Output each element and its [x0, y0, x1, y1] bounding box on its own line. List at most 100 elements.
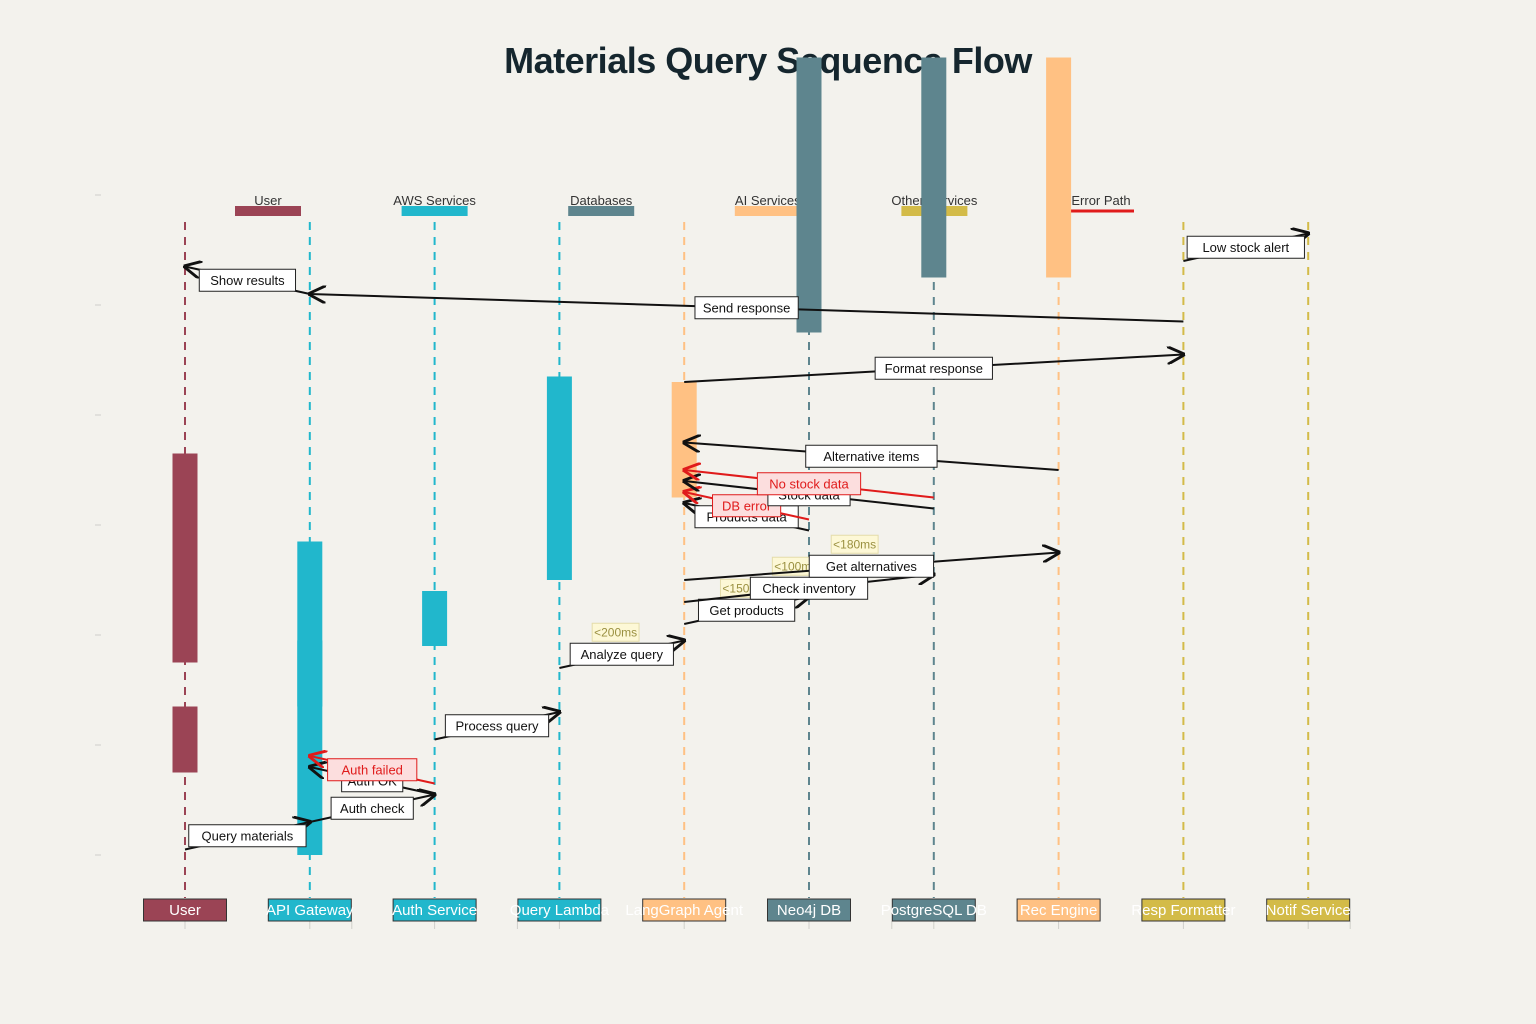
message: Show results [185, 267, 311, 295]
activation-bar [671, 382, 697, 498]
legend-item-user: User [235, 193, 301, 216]
participant-query-lambda: Query Lambda [510, 898, 610, 922]
participant-box [517, 898, 602, 922]
participant-box [143, 898, 227, 922]
message: Get alternatives <180ms [684, 534, 1058, 581]
participant-boxes: User API Gateway Auth Service Query Lambda L… [143, 898, 1351, 922]
legend-label: AWS Services [393, 193, 476, 208]
message-label: Process query [455, 718, 539, 733]
message-label-box [330, 796, 414, 820]
message: Auth check [309, 795, 435, 823]
message-label-box [198, 268, 297, 292]
lifelines [184, 222, 1351, 929]
message-label: Alternative items [823, 449, 920, 464]
participant-box [767, 898, 851, 922]
message-label: Send response [703, 300, 790, 315]
activation-bar [921, 57, 947, 278]
legend-label: AI Services [735, 193, 801, 208]
message-label-box [694, 296, 799, 320]
legend-swatch [734, 206, 801, 216]
timing-label: <100ms [774, 559, 817, 573]
participant-box [642, 898, 727, 922]
message-label: Check inventory [762, 581, 856, 596]
activation-bar [297, 541, 323, 855]
participant-label: Query Lambda [510, 902, 610, 919]
message-label: No stock data [769, 476, 849, 491]
participant-rec-engine: Rec Engine [1016, 898, 1101, 922]
message-label-box [444, 714, 550, 738]
message: Process query [434, 712, 560, 741]
legend-label: User [254, 193, 282, 208]
participant-label: Auth Service [392, 902, 477, 919]
message-label: Format response [885, 361, 983, 376]
activation-bar [1046, 57, 1072, 278]
message-label: Low stock alert [1202, 240, 1289, 255]
participant-box [267, 898, 352, 922]
participant-notif-service: Notif Service [1266, 898, 1351, 922]
activation-bar [796, 57, 822, 333]
legend-item-ai-services: AI Services [734, 193, 801, 216]
participant-label: Resp Formatter [1131, 902, 1235, 919]
legend-item-databases: Databases [568, 193, 635, 216]
participant-label: LangGraph Agent [625, 902, 743, 919]
message-label-box [327, 758, 418, 782]
legend-label: Databases [570, 193, 633, 208]
message-label-box [569, 642, 674, 666]
participant-label: PostgreSQL DB [881, 902, 987, 919]
message-label: Analyze query [581, 647, 664, 662]
message: Low stock alert [1183, 234, 1308, 262]
participant-user: User [143, 898, 227, 922]
axis-ticks [95, 194, 101, 856]
timing-label: <180ms [833, 537, 876, 551]
message-label-box [874, 356, 993, 380]
participant-postgresql-db: PostgreSQL DB [881, 898, 987, 922]
participant-box [1141, 898, 1226, 922]
message: Query materials [184, 822, 310, 851]
timing-label: <200ms [594, 625, 637, 639]
message-label: Get products [709, 603, 784, 618]
error-message: Auth failed [310, 756, 435, 785]
message-label-box [697, 598, 796, 622]
message-label: Show results [210, 273, 285, 288]
message-label-box [1186, 235, 1305, 259]
legend-item-aws-services: AWS Services [393, 193, 476, 216]
participant-auth-service: Auth Service [392, 898, 477, 922]
message-label-box [805, 444, 938, 468]
participant-box [1016, 898, 1101, 922]
participant-langgraph-agent: LangGraph Agent [625, 898, 744, 922]
activation-bars [172, 57, 1072, 855]
legend-item-error-path: Error Path [1068, 193, 1134, 213]
participant-box [1266, 898, 1351, 922]
activation-bar [546, 376, 572, 580]
activation-bar [172, 706, 198, 773]
message-label: DB error [722, 498, 772, 513]
activation-bar [422, 591, 448, 646]
message-label-box [756, 472, 862, 496]
message: Alternative items [684, 443, 1059, 471]
message-label: Auth check [340, 801, 405, 816]
message-label: Get alternatives [826, 559, 918, 574]
error-message: DB error [684, 492, 810, 521]
participant-label: API Gateway [266, 902, 354, 919]
legend-label: Error Path [1071, 193, 1130, 208]
message-label-box [808, 554, 935, 578]
participant-box [392, 898, 477, 922]
activation-bar [172, 453, 198, 663]
participant-box [891, 898, 976, 922]
error-message: No stock data [684, 470, 934, 499]
participant-resp-formatter: Resp Formatter [1131, 898, 1236, 922]
message-label-box [188, 824, 307, 848]
timing-badge [591, 622, 640, 642]
legend-swatch [401, 206, 468, 216]
message: Send response [310, 294, 1184, 323]
participant-label: User [169, 902, 201, 919]
participant-label: Neo4j DB [777, 902, 841, 919]
message-label: Query materials [202, 828, 294, 843]
participant-label: Notif Service [1266, 902, 1351, 919]
message: Analyze query <200ms [559, 622, 684, 669]
participant-api-gateway: API Gateway [266, 898, 354, 922]
timing-badge [830, 534, 879, 554]
